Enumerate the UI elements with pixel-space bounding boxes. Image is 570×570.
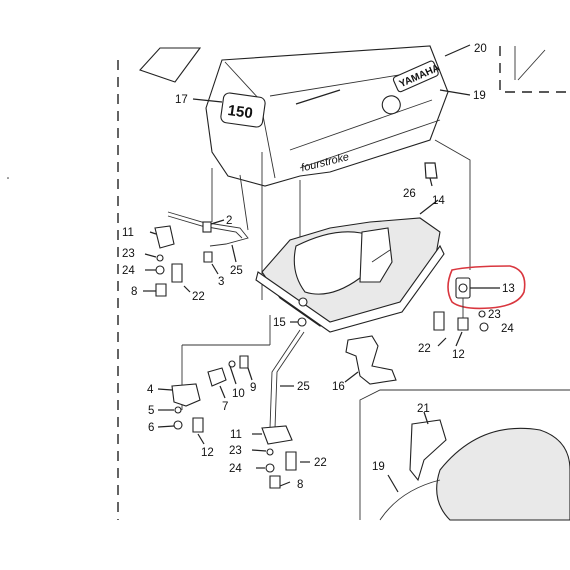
collar-22-lower — [285, 451, 297, 471]
inset-bottom-right — [359, 389, 570, 521]
callout-23: 23 — [488, 309, 501, 321]
model-badge — [220, 92, 266, 128]
right-latch-group — [433, 277, 500, 347]
tray-seal-ring — [255, 244, 445, 333]
top-cowling: 150 fourstroke YAMAHA — [139, 45, 449, 187]
grommet-12-lower — [192, 417, 204, 433]
callout-25: 25 — [297, 381, 310, 393]
grommet-8-upper — [155, 283, 167, 297]
callout-20: 20 — [474, 43, 487, 55]
nut-24-upper — [155, 265, 165, 275]
nut-24-lower — [265, 463, 275, 473]
callout-11: 11 — [122, 227, 134, 239]
inset-top-right — [514, 46, 546, 81]
clip-part-26 — [424, 162, 438, 179]
bolt-15 — [290, 297, 308, 327]
callout-22: 22 — [418, 343, 431, 355]
callout-10: 10 — [232, 388, 245, 400]
grommet-12-right — [457, 317, 469, 331]
callout-8: 8 — [131, 286, 137, 298]
callout-16: 16 — [332, 381, 345, 393]
cowl-left-edge — [139, 47, 202, 83]
frame-inset-dash — [499, 46, 570, 93]
callout-26: 26 — [403, 188, 416, 200]
callout-13: 13 — [502, 283, 515, 295]
inset-part-21 — [409, 419, 447, 482]
callout-21: 21 — [417, 403, 430, 415]
washer-part-5 — [174, 406, 182, 414]
callout-7: 7 — [222, 401, 228, 413]
lower-left-hinge — [157, 355, 253, 445]
callout-22: 22 — [192, 291, 205, 303]
callout-15: 15 — [273, 317, 286, 329]
callout-12: 12 — [452, 349, 465, 361]
brand-name-plate — [392, 60, 439, 93]
brand-decal: YAMAHA — [381, 60, 441, 115]
margin-dot — [7, 177, 9, 179]
callout-5: 5 — [148, 405, 154, 417]
cowl-body — [205, 45, 449, 187]
highlight-circle-part-13 — [447, 265, 526, 310]
upper-left-latch — [143, 211, 249, 297]
inset-cowl-shape — [436, 427, 570, 521]
washer-23-upper — [156, 254, 164, 262]
callout-8: 8 — [297, 479, 303, 491]
callout-19: 19 — [473, 90, 486, 102]
callout-4: 4 — [147, 384, 154, 396]
bottom-cowling-tray — [255, 199, 445, 333]
callout-24: 24 — [501, 323, 514, 335]
latch-part-11-lower — [261, 425, 293, 445]
collar-22-right — [433, 311, 445, 331]
callout-12: 12 — [201, 447, 214, 459]
model-number-text: 150 — [227, 102, 254, 122]
callout-14: 14 — [432, 195, 445, 207]
nut-part-6 — [173, 420, 183, 430]
hinge-part-4 — [171, 383, 201, 407]
callout-6: 6 — [148, 422, 154, 434]
screw-part-3 — [203, 251, 213, 263]
plate-part-7 — [207, 367, 227, 387]
callout-labels: 17 20 19 26 14 11 2 23 24 25 3 8 22 13 2… — [122, 43, 515, 491]
bolt-part-15 — [297, 317, 307, 327]
brand-emblem-icon — [381, 95, 401, 115]
callout-24: 24 — [229, 463, 242, 475]
washer-part-10 — [228, 360, 236, 368]
frame — [117, 46, 570, 520]
bolt-part-9 — [239, 355, 249, 369]
callout-17: 17 — [175, 94, 188, 106]
washer-23-lower — [266, 448, 274, 456]
collar-22-upper — [171, 263, 183, 283]
lower-rod-25 — [269, 329, 305, 429]
nut-24-right — [479, 322, 489, 332]
callout-9: 9 — [250, 382, 256, 394]
callout-2: 2 — [226, 215, 232, 227]
tray-duct — [359, 227, 393, 283]
bracket-part-16 — [345, 335, 397, 385]
washer-23-right — [478, 310, 486, 318]
callout-19: 19 — [372, 461, 385, 473]
callout-11: 11 — [230, 429, 242, 441]
lower-latch — [251, 425, 310, 489]
callout-25: 25 — [230, 265, 243, 277]
callout-23: 23 — [229, 445, 242, 457]
clip-part-2 — [202, 221, 212, 233]
callout-3: 3 — [218, 276, 224, 288]
bracket-16 — [344, 335, 397, 385]
callout-23: 23 — [122, 248, 135, 260]
latch-part-11-upper — [154, 225, 175, 249]
callout-24: 24 — [122, 265, 135, 277]
callout-22: 22 — [314, 457, 327, 469]
grommet-8-lower — [269, 475, 281, 489]
